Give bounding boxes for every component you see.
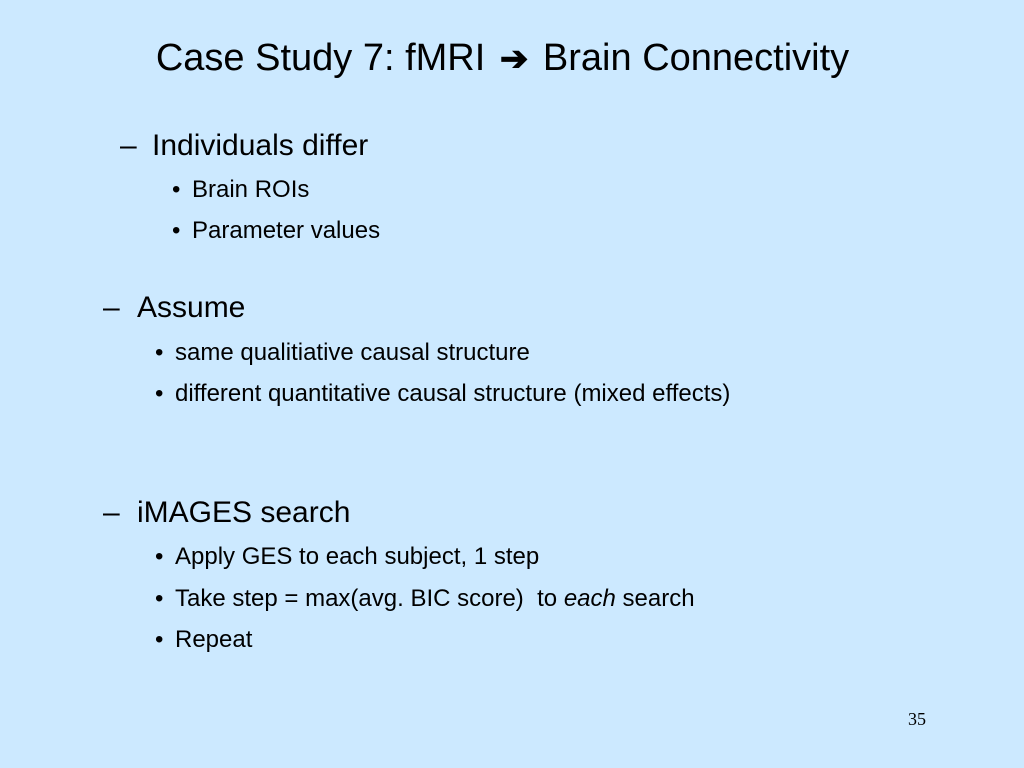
- section-heading-text: Individuals differ: [152, 129, 369, 162]
- bullet-glyph: •: [155, 543, 164, 570]
- bullet-item: • Brain ROIs: [172, 175, 309, 205]
- slide-title: Case Study 7: fMRI ➔ Brain Connectivity: [0, 34, 1005, 83]
- bullet-text: different quantitative causal structure …: [175, 380, 731, 407]
- dash-glyph: –: [103, 291, 120, 324]
- arrow-right-icon: ➔: [499, 40, 529, 78]
- bullet-item: • Take step = max(avg. BIC score) to each…: [155, 584, 695, 614]
- dash-glyph: –: [120, 129, 137, 162]
- bullet-glyph: •: [155, 585, 164, 612]
- bullet-text: Brain ROIs: [192, 176, 310, 203]
- section-heading-individuals: –Individuals differ: [120, 128, 368, 164]
- bullet-item: • same qualitiative causal structure: [155, 338, 530, 368]
- bullet-glyph: •: [155, 339, 164, 366]
- slide-number: 35: [908, 709, 926, 729]
- bullet-glyph: •: [155, 626, 164, 653]
- section-heading-text: iMAGES search: [137, 496, 351, 529]
- bullet-text: Parameter values: [192, 217, 381, 244]
- bullet-glyph: •: [155, 380, 164, 407]
- bullet-item: • Parameter values: [172, 216, 380, 246]
- bullet-glyph: •: [172, 217, 181, 244]
- section-heading-assume: –Assume: [103, 290, 245, 326]
- bullet-glyph: •: [172, 176, 181, 203]
- bullet-item: • Repeat: [155, 625, 252, 655]
- title-text-left: Case Study 7: fMRI: [155, 37, 486, 79]
- bullet-text-emphasis: each: [563, 585, 616, 612]
- bullet-text: same qualitiative causal structure: [175, 339, 530, 366]
- bullet-item: • different quantitative causal structure…: [155, 379, 730, 409]
- bullet-item: • Apply GES to each subject, 1 step: [155, 542, 539, 572]
- dash-glyph: –: [103, 496, 120, 529]
- bullet-text-before: Take step = max(avg. BIC score) to: [175, 585, 564, 612]
- bullet-text-after: search: [615, 585, 695, 612]
- title-text-right: Brain Connectivity: [542, 37, 850, 79]
- section-heading-text: Assume: [137, 291, 246, 324]
- bullet-text: Repeat: [175, 626, 253, 653]
- section-heading-images-search: –iMAGES search: [103, 495, 350, 531]
- bullet-text: Apply GES to each subject, 1 step: [175, 543, 540, 570]
